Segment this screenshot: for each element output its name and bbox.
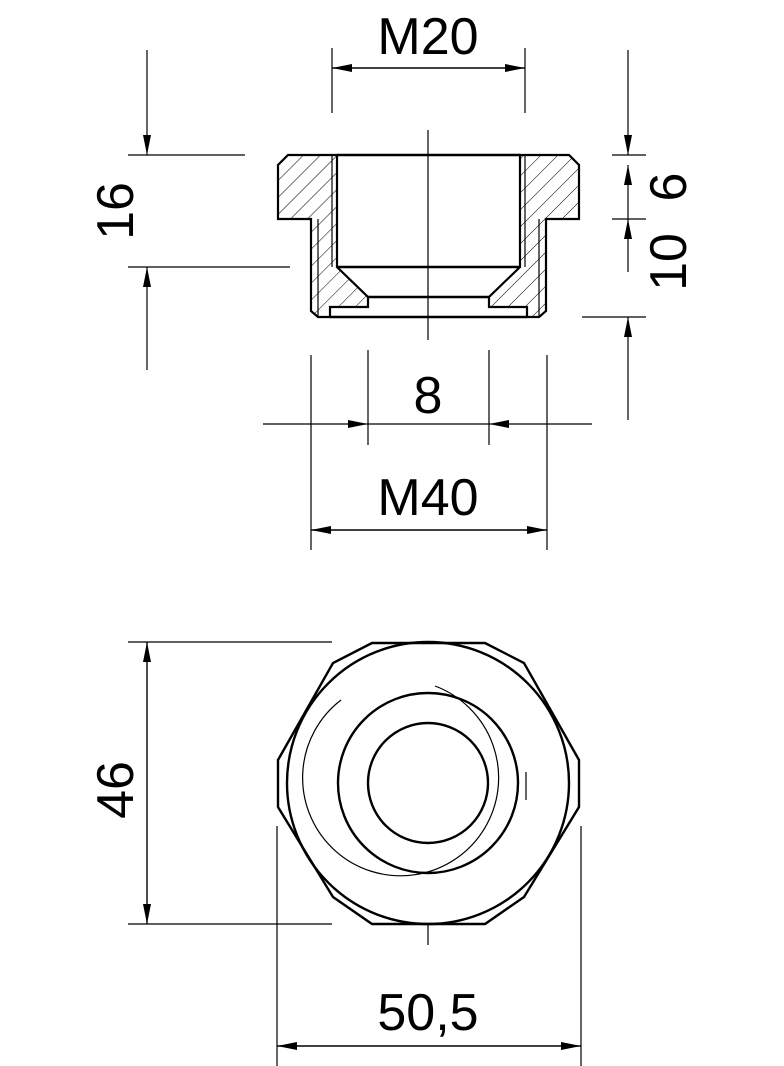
inner-hole-circle	[366, 721, 490, 845]
dimension-8: 8	[263, 350, 592, 445]
dimension-50-5: 50,5	[276, 826, 582, 1066]
dimension-6-10: 6 10	[582, 50, 698, 420]
section-hatch-left	[276, 153, 370, 319]
dim-label-46: 46	[87, 761, 145, 819]
dimension-m40: M40	[310, 355, 548, 550]
bore-circle	[336, 691, 520, 875]
dimension-m20: M20	[331, 8, 526, 113]
dim-label-16: 16	[87, 182, 145, 240]
section-view	[276, 130, 581, 340]
dim-label-m40: M40	[377, 469, 478, 527]
dim-label-m20: M20	[377, 8, 478, 66]
dimension-16: 16	[87, 50, 290, 370]
dimension-46: 46	[87, 641, 332, 925]
dim-label-50-5: 50,5	[377, 984, 478, 1042]
dim-label-8: 8	[414, 367, 443, 425]
chamfer-circle	[285, 640, 571, 926]
dim-label-6: 6	[640, 173, 698, 202]
thread-arc	[302, 685, 500, 877]
hexagon-outline	[276, 641, 581, 926]
section-hatch-right	[487, 153, 581, 319]
dim-label-10: 10	[640, 233, 698, 291]
top-view-hexagon	[276, 640, 581, 945]
